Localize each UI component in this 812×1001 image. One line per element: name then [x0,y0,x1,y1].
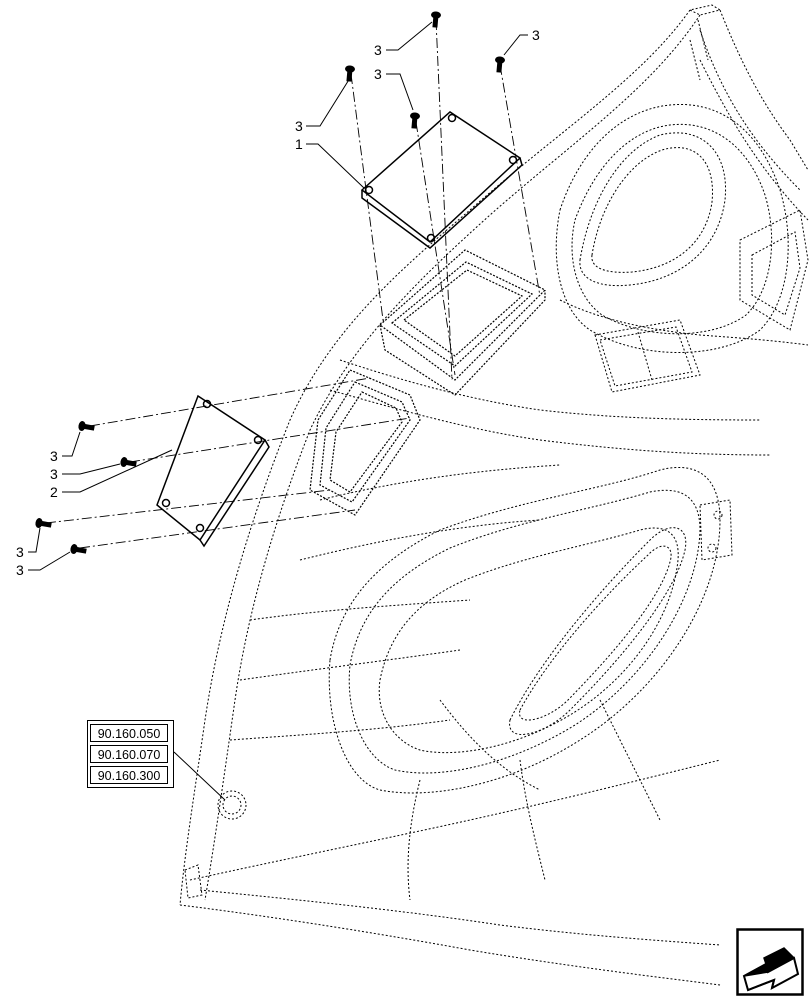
callout-3-upper-left: 3 [295,118,303,134]
cover-plate-1[interactable] [360,111,523,249]
cover-plate-2[interactable] [156,394,270,548]
arrow-icon-graphic [736,928,804,996]
cab-interior-outline [179,4,809,986]
reference-group [87,720,174,788]
callout-2: 2 [50,484,58,500]
callout-3-top-right: 3 [532,27,540,43]
leader-lines [28,21,528,801]
screw-icon[interactable] [35,11,505,556]
upper-cover-recess [379,249,547,396]
callout-3-top: 3 [374,42,382,58]
assembly-lines [45,19,541,549]
callout-1: 1 [295,136,303,152]
side-cover-recess [309,369,421,516]
next-page-arrow-icon[interactable] [736,928,804,996]
callout-labels: 3 3 3 3 1 3 3 2 3 3 [16,27,540,578]
callout-3-upper: 3 [374,66,382,82]
callout-3-left-b: 3 [50,466,58,482]
callout-3-left-a: 3 [50,448,58,464]
reference-link-1[interactable]: 90.160.050 [90,724,168,742]
callout-3-left-c: 3 [16,544,24,560]
reference-link-3[interactable]: 90.160.300 [90,766,168,784]
reference-link-2[interactable]: 90.160.070 [90,745,168,763]
callout-3-left-d: 3 [16,562,24,578]
